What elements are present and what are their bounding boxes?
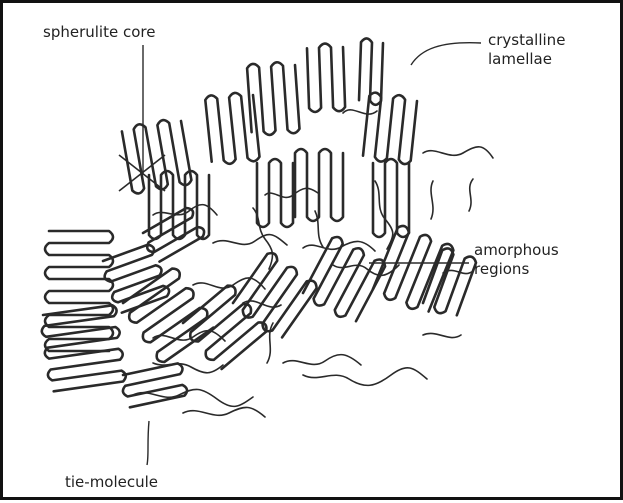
lamella <box>122 120 191 193</box>
lamella <box>307 44 345 112</box>
lamella <box>183 286 266 369</box>
label-tie-molecule: tie-molecule <box>65 473 158 491</box>
amorphous-chain <box>183 407 265 417</box>
lamella <box>295 149 343 221</box>
label-spherulite-core: spherulite core <box>43 23 155 41</box>
lamella <box>233 253 317 337</box>
spherulite-diagram: spherulite core crystalline lamellae amo… <box>3 3 623 503</box>
label-amorphous-regions-line1: amorphous <box>474 241 559 259</box>
amorphous-chain <box>423 333 461 337</box>
amorphous-chain <box>213 235 287 245</box>
amorphous-chain <box>193 278 265 289</box>
amorphous-chain <box>469 179 473 211</box>
lamella <box>123 363 187 407</box>
amorphous-chain <box>303 368 427 386</box>
amorphous-chain <box>265 188 318 197</box>
amorphous-chain <box>343 110 377 114</box>
label-amorphous-regions-line2: regions <box>474 260 529 278</box>
amorphous-chain <box>431 181 433 219</box>
amorphous-chain <box>153 363 223 373</box>
lamellae-pointer-line <box>411 43 481 65</box>
amorphous-chain <box>283 355 361 365</box>
pointer-lines <box>143 43 481 465</box>
label-crystalline-lamellae-line1: crystalline <box>488 31 565 49</box>
label-crystalline-lamellae-line2: lamellae <box>488 50 552 68</box>
lamella <box>257 159 293 227</box>
core-cross-icon <box>119 155 165 191</box>
amorphous-chain <box>423 147 493 158</box>
tie-molecule-pointer-line <box>147 421 149 465</box>
lamella <box>42 305 126 391</box>
